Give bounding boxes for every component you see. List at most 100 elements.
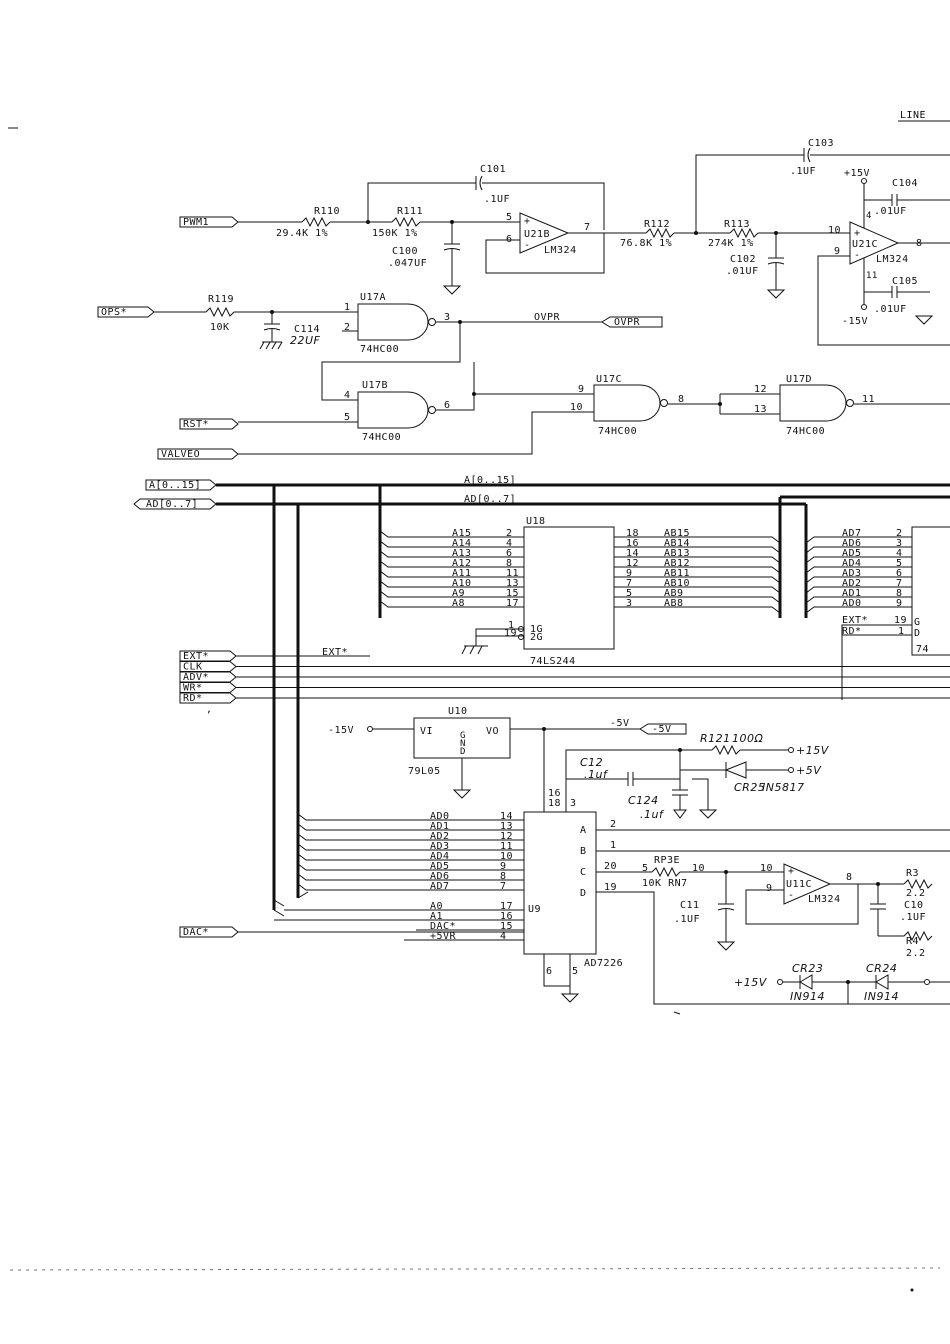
wire: [436, 393, 594, 411]
u9-data-wire: [297, 863, 524, 871]
c124-value: .1uf: [640, 808, 665, 821]
r111-resistor: [391, 216, 421, 228]
u18-output-pin: 12: [626, 558, 639, 569]
u17c-nand-gate-icon: [593, 384, 661, 422]
u9-ctrl-net: DAC*: [430, 921, 456, 932]
ad-bus-label: AD[0..7]: [464, 494, 516, 505]
right-chip-input-wire: [805, 576, 912, 584]
u11c-pin-minus: 9: [766, 883, 773, 894]
r119-ref: R119: [208, 294, 234, 305]
u18-output-net: AB10: [664, 578, 690, 589]
r3-value: 2.2: [906, 888, 926, 899]
c104-value: .01UF: [874, 206, 907, 217]
r119-resistor: [205, 306, 235, 318]
u9-data-wire: [297, 833, 524, 841]
u21b-pin-plus: 5: [506, 212, 513, 223]
u18-output-pin: 16: [626, 538, 639, 549]
wire: [543, 954, 570, 987]
dac-port[interactable]: [179, 926, 239, 938]
r111-value: 150K 1%: [372, 228, 418, 239]
minus5v-port[interactable]: [639, 723, 687, 735]
dac-port-label: DAC*: [183, 927, 209, 938]
plus-sign: +: [788, 866, 795, 877]
pwm1-port[interactable]: [179, 216, 239, 228]
wire: [475, 628, 524, 646]
u18-output-wire: [614, 546, 781, 554]
u9-output-pin: 2: [610, 819, 617, 830]
u18-input-net: A9: [452, 588, 465, 599]
right-chip-input-net: AD6: [842, 538, 862, 549]
u9-data-pin: 13: [500, 821, 513, 832]
ops-port[interactable]: [97, 306, 155, 318]
u21c-ref: U21C: [852, 239, 878, 250]
wire: [273, 909, 285, 917]
u9-data-net: AD5: [430, 861, 450, 872]
a-bus-port-label: A[0..15]: [149, 480, 201, 491]
r112-value: 76.8K 1%: [620, 238, 672, 249]
scan-dot: [910, 1288, 914, 1292]
u9-data-net: AD1: [430, 821, 450, 832]
u18-output-wire: [614, 576, 781, 584]
right-chip-input-wire: [805, 546, 912, 554]
logic-section: OPS* R119 10K C114 22UF U17A 1 2 74HC00 …: [97, 292, 950, 460]
right-chip-ext-pin: 19: [894, 615, 907, 626]
r112-ref: R112: [644, 219, 670, 230]
rp3e-value: 10K RN7: [642, 878, 688, 889]
u10-regulator: [413, 717, 511, 759]
a-bus-port[interactable]: [145, 479, 217, 491]
wire: [817, 255, 950, 346]
u18-input-net: A8: [452, 598, 465, 609]
wire: [367, 182, 476, 222]
u21b-ref: U21B: [524, 229, 550, 240]
ovpr-port[interactable]: [601, 316, 663, 328]
u18-output-wire: [614, 596, 781, 604]
wire: [265, 341, 271, 350]
junction-dot: [542, 727, 546, 731]
right-chip-input-pin: 7: [896, 578, 903, 589]
wire: [461, 645, 467, 655]
right-chip-part-fragment: 74: [916, 644, 929, 655]
u18-input-pin: 2: [506, 528, 513, 539]
u9-ctrl-net: A1: [430, 911, 443, 922]
u17a-ref: U17A: [360, 292, 386, 303]
u18-input-pin: 6: [506, 548, 513, 559]
rst-port[interactable]: [179, 418, 239, 430]
c101-value: .1UF: [484, 194, 510, 205]
inverter-bubble-icon: [660, 399, 668, 407]
ground-icon: [766, 289, 786, 299]
u9-data-wire: [297, 853, 524, 861]
u9-dac-chip: [523, 811, 597, 955]
terminal-icon: [861, 178, 867, 184]
r121-ref: R121: [700, 732, 731, 745]
r121-value: 100Ω: [732, 732, 763, 745]
inverter-bubble-icon: [428, 318, 436, 326]
valveo-port[interactable]: [157, 448, 239, 460]
u18-output-pin: 5: [626, 588, 633, 599]
inverter-bubble-icon: [518, 634, 524, 640]
u21b-opamp-icon: [519, 212, 570, 254]
u10-vo: VO: [486, 726, 499, 737]
u18-chip: [523, 526, 615, 650]
u18-output-net: AB13: [664, 548, 690, 559]
terminal-icon: [788, 767, 794, 773]
u11c-opamp-icon: [783, 863, 832, 905]
u11c-ref: U11C: [786, 879, 812, 890]
c103-plate-curved: [807, 147, 811, 163]
wire: [485, 233, 605, 274]
minus-sign: -: [854, 250, 861, 261]
c12-value: .1uf: [584, 768, 609, 781]
right-chip-input-pin: 2: [896, 528, 903, 539]
dac-section: -15V U10 VI VO G N D 79L05 -5V -5V 16 18…: [179, 706, 950, 1015]
u9-pin-6: 6: [546, 966, 553, 977]
u18-output-net: AB12: [664, 558, 690, 569]
u18-enable-name: 2G: [530, 632, 543, 643]
u21c-pin-minus: 9: [834, 246, 841, 257]
ground-icon: [673, 809, 687, 819]
right-chip-input-pin: 8: [896, 588, 903, 599]
c103-value: .1UF: [790, 166, 816, 177]
control-port-label: RD*: [183, 693, 203, 704]
u18-input-wire: [379, 540, 524, 548]
rst-port-label: RST*: [183, 419, 209, 430]
control-port: [179, 650, 237, 662]
